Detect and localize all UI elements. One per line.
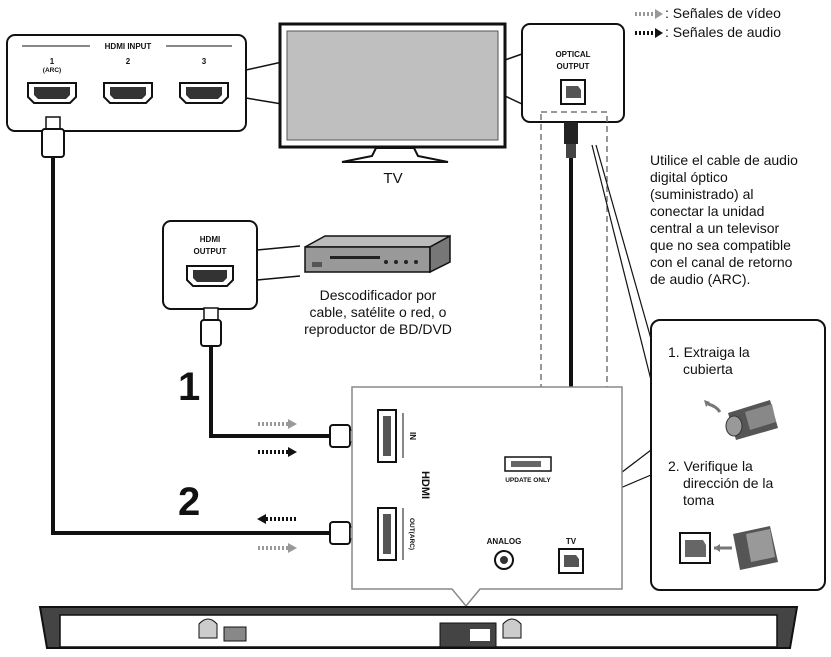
instruction-2-line-1: 2. Verifique la — [668, 458, 753, 474]
hdmi-port-3-icon — [179, 82, 229, 104]
source-hdmi-output-panel: HDMI OUTPUT — [162, 220, 301, 310]
hdmi-port-1-label: 1 — [50, 57, 55, 66]
note-leader-line — [591, 144, 652, 381]
cable2-audio-arrow — [257, 514, 296, 524]
soundbar-body — [38, 606, 799, 649]
note-line-1: Utilice el cable de audio — [650, 152, 798, 168]
source-hdmi-title-1: HDMI — [200, 235, 220, 244]
instruction-2-line-3: toma — [683, 492, 715, 508]
hdmi-port-2-label: 2 — [126, 57, 131, 66]
source-caption-line-2: cable, satélite o red, o — [309, 304, 447, 320]
tv-optical-output-panel: OPTICAL OUTPUT — [504, 23, 625, 123]
update-only-label: UPDATE ONLY — [505, 477, 551, 484]
cable1-audio-arrow — [258, 447, 297, 457]
cable2-video-arrow — [258, 543, 297, 553]
hdmi-logo: HDMI — [419, 471, 431, 499]
note-leader-line-2 — [595, 144, 658, 361]
step-1-number: 1 — [178, 365, 201, 409]
note-line-4: conectar la unidad — [650, 203, 765, 219]
source-caption-line-3: reproductor de BD/DVD — [304, 321, 452, 337]
instruction-step-2: 2. Verifique la dirección de la toma — [668, 458, 773, 509]
instruction-step-1: 1. Extraiga la cubierta — [668, 344, 750, 378]
tv-icon — [278, 22, 507, 163]
legend: : Señales de vídeo : Señales de audio — [633, 4, 781, 42]
hdmi-out-port-icon — [377, 507, 397, 561]
hdmi-in-port-icon — [377, 409, 397, 463]
tv-optical-label: TV — [566, 537, 577, 546]
update-port-icon — [504, 456, 552, 472]
note-line-7: con el canal de retorno — [650, 254, 793, 270]
cable1-video-arrow — [258, 419, 297, 429]
soundbar-rear-panel: IN OUT(ARC) HDMI UPDATE ONLY ANALOG TV — [351, 386, 623, 608]
instruction-2-line-2: dirección de la — [683, 475, 774, 491]
tv-label: TV — [383, 170, 402, 187]
hdmi-port-3-label: 3 — [202, 57, 207, 66]
instruction-1-line-1: 1. Extraiga la — [668, 344, 750, 360]
bd-dvd-player-icon — [304, 234, 451, 274]
source-hdmi-title-2: OUTPUT — [194, 247, 227, 256]
note-line-2: digital óptico — [650, 169, 728, 185]
analog-label: ANALOG — [487, 537, 522, 546]
hdmi-input-title: HDMI INPUT — [105, 42, 152, 51]
video-arrow-icon — [635, 8, 663, 19]
note-line-3: (suministrado) al — [650, 186, 754, 202]
legend-audio-label: : Señales de audio — [665, 24, 781, 40]
note-line-6: que no sea compatible — [650, 237, 791, 253]
hdmi-in-label: IN — [408, 432, 417, 440]
legend-video-item: : Señales de vídeo — [633, 4, 781, 23]
audio-arrow-icon — [635, 27, 663, 38]
tv-optical-port-icon — [558, 548, 584, 574]
hdmi-out-label: OUT(ARC) — [408, 518, 415, 550]
hdmi-port-2-icon — [103, 82, 153, 104]
optical-port-icon — [560, 79, 586, 105]
instructions-panel — [650, 319, 826, 591]
note-line-5: central a un televisor — [650, 220, 780, 236]
legend-video-label: : Señales de vídeo — [665, 5, 781, 21]
optical-note: Utilice el cable de audio digital óptico… — [650, 152, 830, 288]
source-caption-line-1: Descodificador por — [319, 287, 437, 303]
cover-removal-illustration — [704, 400, 778, 440]
source-hdmi-port-icon — [186, 265, 234, 287]
hdmi-port-1-arc-label: (ARC) — [43, 67, 61, 74]
optical-title-2: OUTPUT — [557, 62, 590, 71]
legend-audio-item: : Señales de audio — [633, 23, 781, 42]
note-line-8: de audio (ARC). — [650, 271, 751, 287]
instruction-1-line-2: cubierta — [683, 361, 733, 377]
step-2-number: 2 — [178, 480, 201, 524]
source-caption: Descodificador por cable, satélite o red… — [283, 287, 473, 338]
analog-jack-icon — [494, 550, 514, 570]
optical-cable-dashed-outline — [540, 111, 608, 531]
optical-title-1: OPTICAL — [555, 50, 590, 59]
hdmi-port-1-icon — [27, 82, 77, 104]
tv-hdmi-input-panel: HDMI INPUT 1 (ARC) 2 3 — [6, 34, 283, 132]
jack-direction-illustration — [679, 526, 778, 570]
